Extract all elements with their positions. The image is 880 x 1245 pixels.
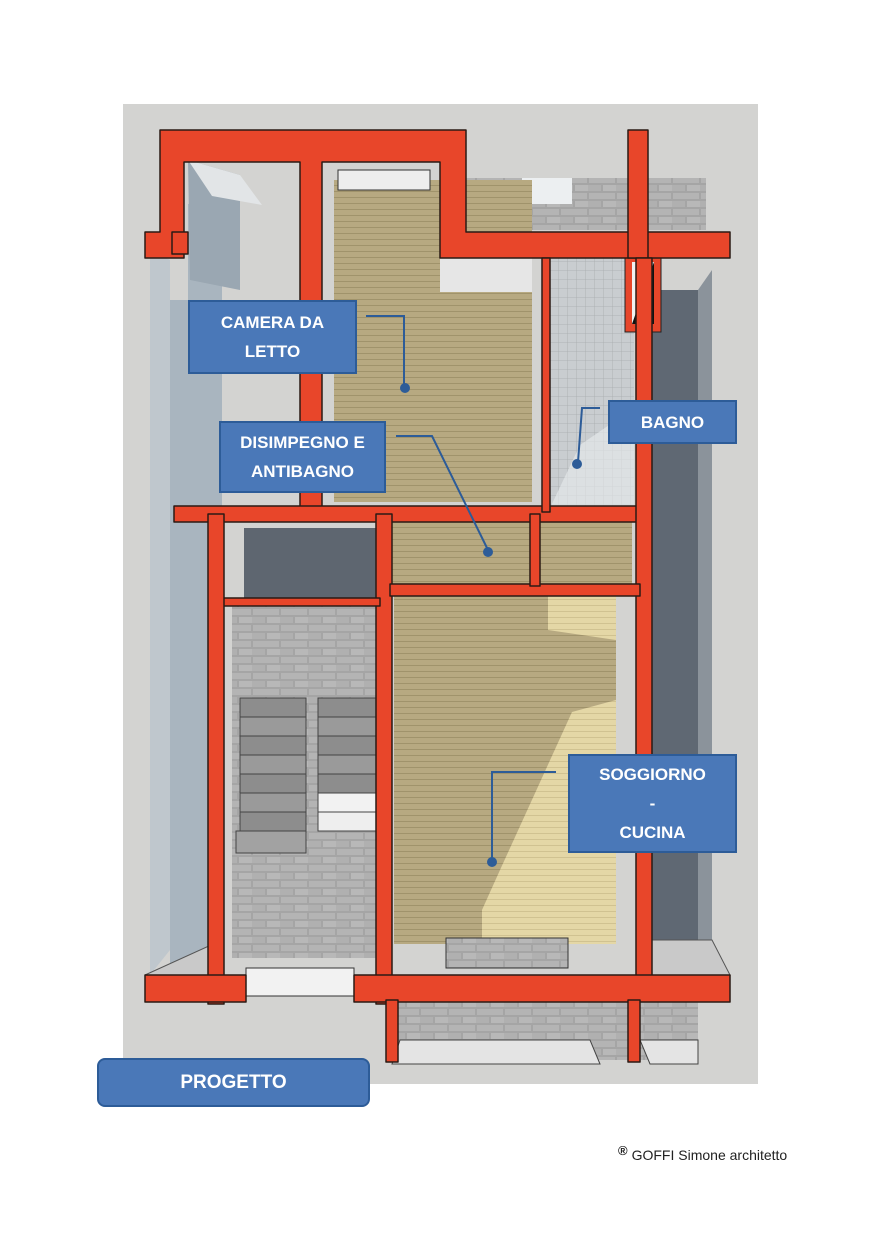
label-soggiorno-line-2: - xyxy=(649,794,656,813)
credit-line: ®GOFFI Simone architetto xyxy=(618,1143,788,1163)
label-soggiorno-cucina: SOGGIORNO - CUCINA xyxy=(568,754,737,853)
label-camera-line-2: LETTO xyxy=(244,342,301,361)
hallway-floor xyxy=(392,518,632,586)
bedroom-niche xyxy=(440,258,532,292)
bedroom-window xyxy=(337,169,431,191)
label-soggiorno-line-3: CUCINA xyxy=(619,823,686,842)
registered-symbol: ® xyxy=(618,1143,628,1158)
label-soggiorno-line-1: SOGGIORNO xyxy=(599,765,706,784)
left-wall-face xyxy=(150,250,170,975)
back-room xyxy=(244,528,376,598)
leader-soggiorno xyxy=(491,771,556,860)
bottom-step-right xyxy=(639,1039,699,1065)
shaft-top xyxy=(188,160,262,205)
progetto-badge-text: PROGETTO xyxy=(180,1071,287,1093)
living-window xyxy=(445,937,569,969)
label-disimpegno: DISIMPEGNO E ANTIBAGNO xyxy=(219,421,386,493)
staircase xyxy=(235,697,377,854)
label-disimpegno-line-2: ANTIBAGNO xyxy=(251,462,354,481)
progetto-badge: PROGETTO xyxy=(97,1058,370,1107)
leader-bagno xyxy=(577,407,600,463)
bottom-step xyxy=(391,1039,601,1065)
label-camera-line-1: CAMERA DA xyxy=(220,313,325,332)
skylight xyxy=(522,178,572,204)
sunlight-patch-1 xyxy=(548,596,616,640)
leader-camera xyxy=(366,315,405,384)
label-bagno: BAGNO xyxy=(608,400,737,444)
leader-disimpegno xyxy=(396,435,489,551)
leader-lines xyxy=(366,315,600,860)
label-disimpegno-line-1: DISIMPEGNO E xyxy=(240,433,365,452)
label-bagno-line-1: BAGNO xyxy=(640,412,705,432)
label-camera-da-letto: CAMERA DA LETTO xyxy=(188,300,357,374)
credit-text: GOFFI Simone architetto xyxy=(631,1147,788,1163)
entrance-gap xyxy=(245,967,355,997)
leader-dots xyxy=(400,383,582,867)
